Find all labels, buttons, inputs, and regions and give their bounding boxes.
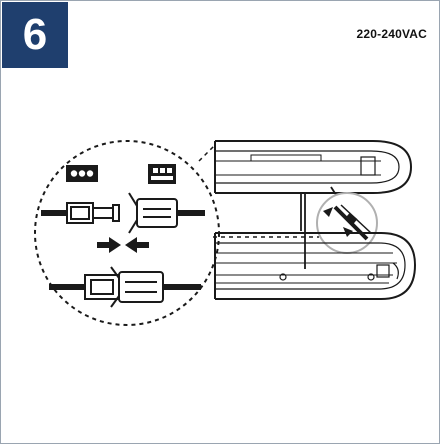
leader-lines [198,144,319,238]
lower-fixture-body [214,232,417,300]
push-together-arrows-icon [97,237,149,253]
step-number-badge: 6 [2,2,68,68]
plug-face-icon [148,164,176,184]
three-pin-socket-icon [66,165,98,182]
male-connector-upper [41,202,120,224]
voltage-label: 220-240VAC [356,27,427,41]
connected-connector-lower [49,266,201,308]
upper-fixture-cover [214,140,413,194]
female-connector-upper [128,192,205,234]
connection-point-magnifier [316,192,378,254]
